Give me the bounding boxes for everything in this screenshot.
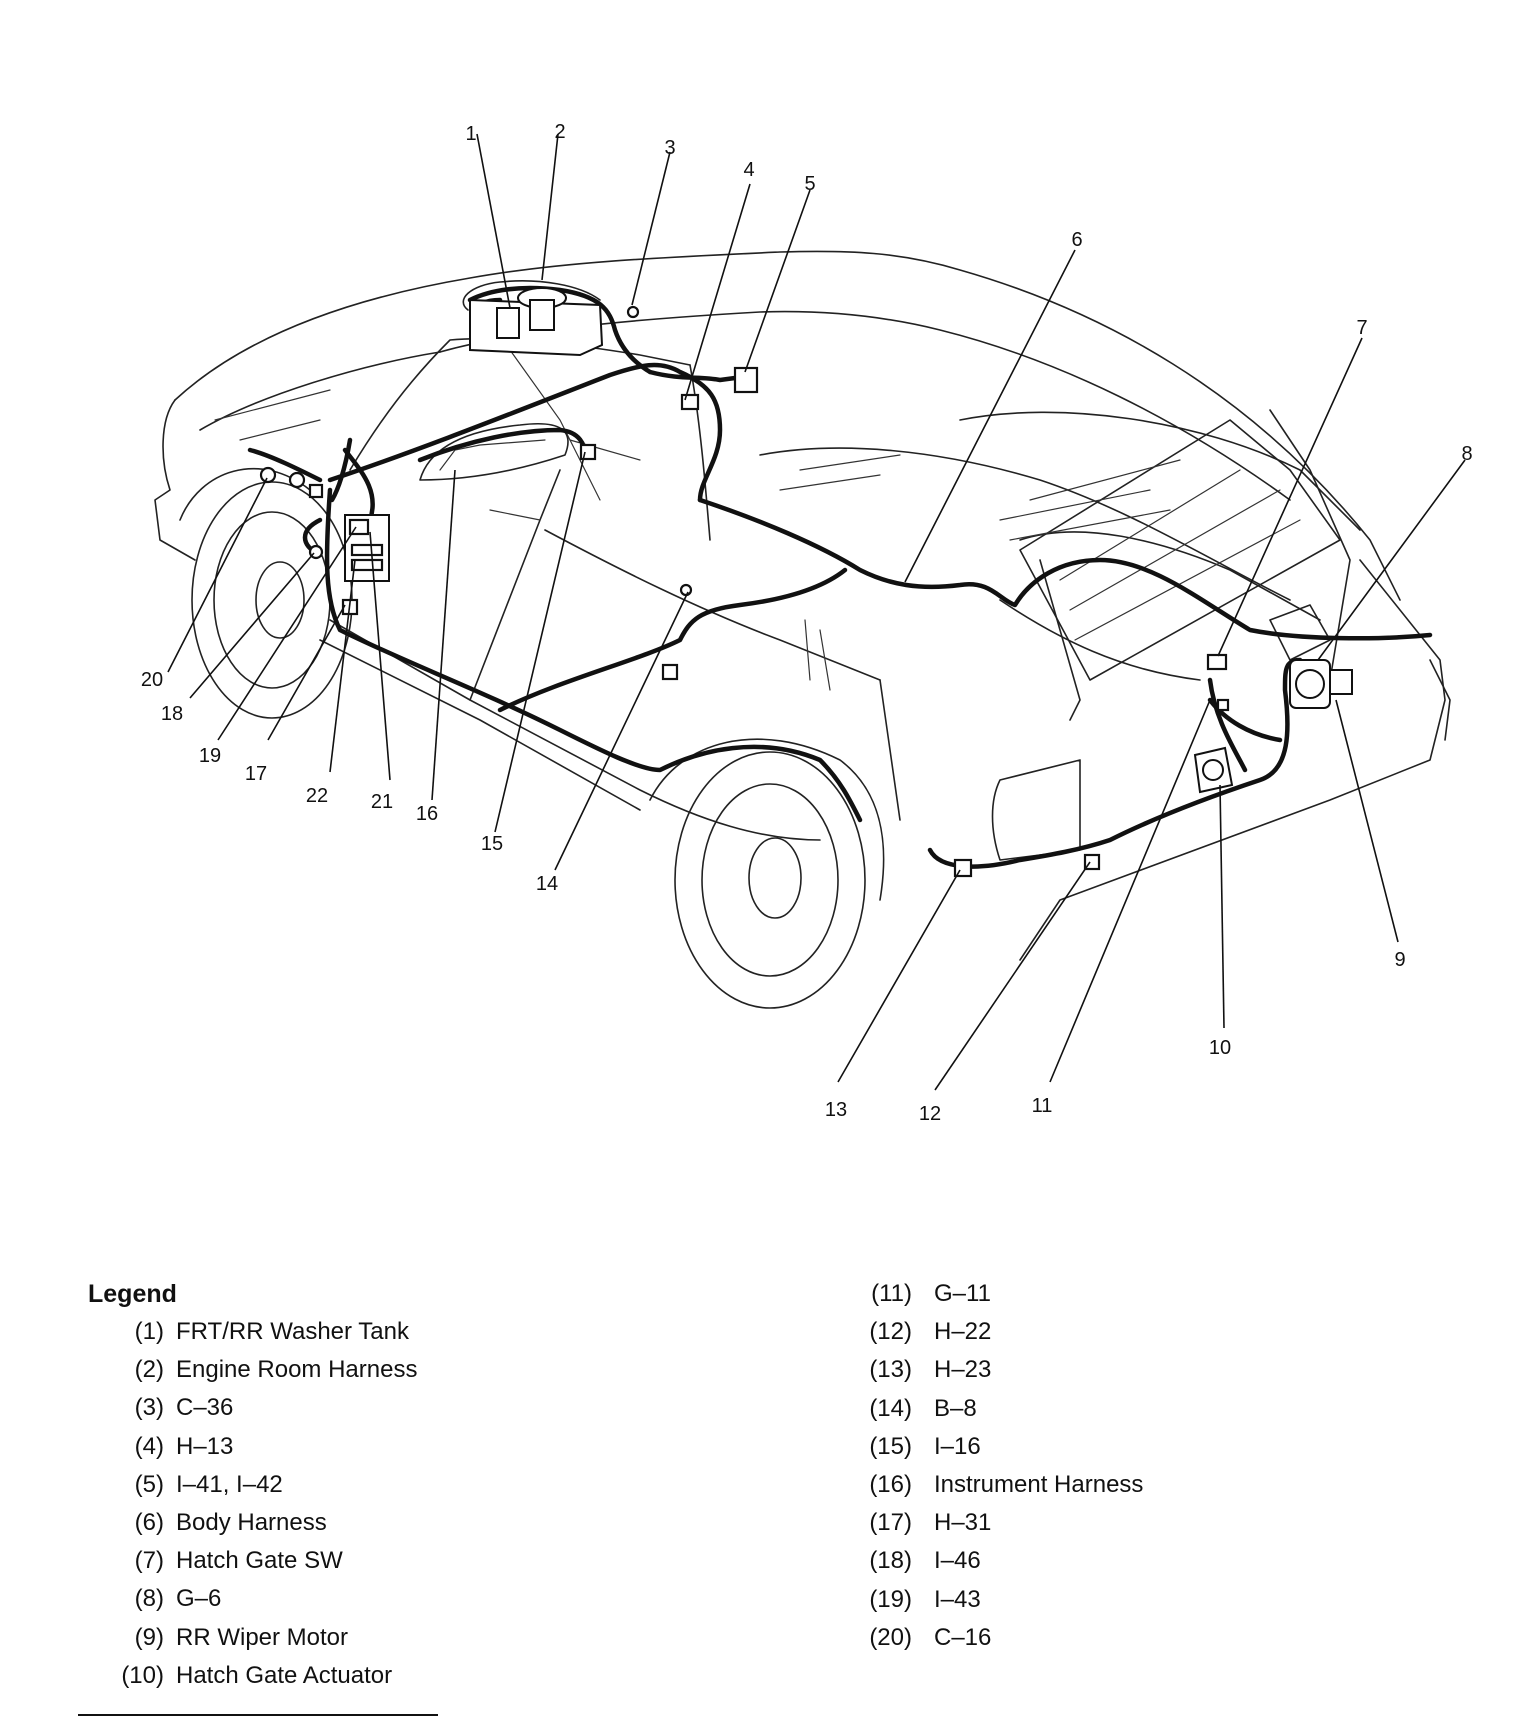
legend-number: (16) — [869, 1470, 912, 1498]
callout-22: 22 — [306, 785, 328, 807]
legend-item: (9) RR Wiper Motor — [88, 1624, 417, 1662]
legend-label: I–46 — [934, 1547, 981, 1575]
legend-label: Hatch Gate Actuator — [176, 1661, 393, 1689]
callout-21: 21 — [371, 791, 393, 813]
legend-number: (19) — [869, 1585, 912, 1613]
legend-number: (11) — [871, 1280, 912, 1307]
callout-9: 9 — [1394, 949, 1405, 971]
legend-number: (15) — [869, 1432, 912, 1460]
legend-left-column: (1) FRT/RR Washer Tank (2) Engine Room Har… — [88, 1318, 417, 1700]
washer-tank — [462, 280, 604, 357]
legend-label: G–6 — [176, 1585, 222, 1613]
legend-item: (12) H–22 — [852, 1318, 1143, 1356]
legend-label: FRT/RR Washer Tank — [176, 1318, 409, 1345]
legend-number: (2) — [134, 1356, 164, 1384]
callout-16: 16 — [416, 803, 438, 825]
legend-label: Instrument Harness — [934, 1470, 1144, 1498]
legend-label: B–8 — [934, 1394, 977, 1422]
legend-label: H–13 — [176, 1432, 234, 1460]
legend-label: Hatch Gate SW — [176, 1547, 343, 1575]
callout-18: 18 — [161, 703, 183, 725]
legend-item: (11) G–11 — [852, 1280, 1143, 1318]
legend-item: (4) H–13 — [88, 1433, 417, 1471]
legend-item: (16) Instrument Harness — [852, 1471, 1143, 1509]
callout-12: 12 — [919, 1103, 941, 1125]
rr-wiper-motor — [1289, 659, 1353, 709]
vehicle-body — [154, 250, 1451, 961]
legend-item: (5) I–41, I–42 — [88, 1471, 417, 1509]
legend-number: (9) — [134, 1623, 164, 1651]
callout-17: 17 — [245, 763, 267, 785]
callout-15: 15 — [481, 833, 503, 855]
legend-number: (7) — [134, 1547, 164, 1575]
fuse-junction-block — [344, 514, 390, 582]
legend-label: H–23 — [934, 1356, 992, 1384]
legend-item: (1) FRT/RR Washer Tank — [88, 1318, 417, 1356]
callout-19: 19 — [199, 745, 221, 767]
bottom-rule — [78, 1714, 438, 1716]
legend-number: (4) — [134, 1432, 164, 1460]
legend-label: Body Harness — [176, 1508, 327, 1536]
legend-number: (5) — [134, 1470, 164, 1498]
callout-13: 13 — [825, 1099, 847, 1121]
legend-item: (8) G–6 — [88, 1585, 417, 1623]
callout-1: 1 — [465, 123, 476, 145]
legend-label: I–41, I–42 — [176, 1470, 283, 1498]
legend-item: (19) I–43 — [852, 1586, 1143, 1624]
legend-item: (13) H–23 — [852, 1356, 1143, 1394]
legend-label: I–43 — [934, 1585, 981, 1613]
wiring-harness-diagram: 1 2 3 4 5 6 7 8 9 10 11 12 13 14 15 16 1… — [141, 121, 1473, 1125]
callout-8: 8 — [1461, 443, 1472, 465]
legend-number: (12) — [869, 1318, 912, 1346]
legend-number: (8) — [134, 1585, 164, 1613]
legend-number: (17) — [869, 1509, 912, 1537]
callout-10: 10 — [1209, 1037, 1231, 1059]
callout-6: 6 — [1071, 229, 1082, 251]
legend-item: (15) I–16 — [852, 1433, 1143, 1471]
connectors — [259, 305, 1230, 878]
legend-item: (17) H–31 — [852, 1509, 1143, 1547]
legend-item: (14) B–8 — [852, 1395, 1143, 1433]
legend-item: (2) Engine Room Harness — [88, 1356, 418, 1394]
legend-number: (10) — [121, 1661, 164, 1689]
legend-number: (18) — [869, 1547, 912, 1575]
legend-label: RR Wiper Motor — [176, 1623, 349, 1651]
legend-label: H–22 — [934, 1318, 992, 1346]
callout-20: 20 — [141, 669, 163, 691]
callout-2: 2 — [554, 121, 565, 143]
legend-number: (3) — [134, 1394, 164, 1422]
legend-item: (18) I–46 — [852, 1547, 1143, 1585]
legend-number: (6) — [134, 1508, 164, 1536]
callout-14: 14 — [536, 873, 558, 895]
legend-label: G–11 — [934, 1280, 991, 1307]
callout-numbers: 1 2 3 4 5 6 7 8 9 10 11 12 13 14 15 16 1… — [141, 121, 1473, 1125]
legend-item: (3) C–36 — [88, 1394, 417, 1432]
callout-5: 5 — [804, 173, 815, 195]
hatch-gate-actuator — [1193, 746, 1234, 794]
callout-11: 11 — [1032, 1095, 1053, 1117]
legend-label: I–16 — [934, 1432, 981, 1460]
legend-number: (1) — [134, 1318, 164, 1345]
legend-item: (20) C–16 — [852, 1624, 1143, 1662]
legend-right-column: (11) G–11 (12) H–22 (13) H–23 (14) B–8 (15) I… — [852, 1280, 1143, 1662]
legend-label: C–36 — [176, 1394, 234, 1422]
harness-routing — [247, 285, 1433, 869]
legend-item: (10) Hatch Gate Actuator — [88, 1662, 417, 1700]
legend-label: H–31 — [934, 1509, 992, 1537]
legend-label: Engine Room Harness — [176, 1356, 418, 1384]
legend-item: (6) Body Harness — [88, 1509, 417, 1547]
callout-7: 7 — [1356, 317, 1367, 339]
rear-wheel — [649, 738, 885, 1009]
legend-number: (14) — [869, 1394, 912, 1422]
leader-lines — [167, 133, 1466, 1091]
legend-number: (13) — [869, 1356, 912, 1384]
legend-item: (7) Hatch Gate SW — [88, 1547, 417, 1585]
callout-3: 3 — [664, 137, 675, 159]
callout-4: 4 — [743, 159, 754, 181]
legend-title: Legend — [88, 1280, 177, 1308]
legend-number: (20) — [869, 1623, 912, 1651]
legend-label: C–16 — [934, 1623, 992, 1651]
